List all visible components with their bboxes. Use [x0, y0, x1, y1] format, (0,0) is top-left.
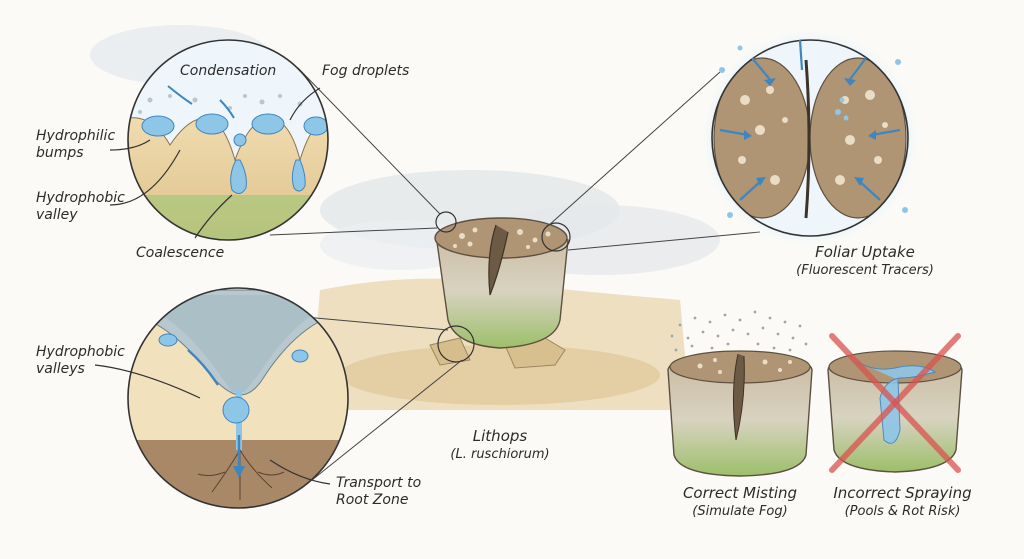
label-incorrect-line2: (Pools & Rot Risk): [844, 504, 961, 519]
label-foliar-uptake: Foliar Uptake (Fluorescent Tracers): [760, 244, 970, 279]
label-foliar-line2: (Fluorescent Tracers): [796, 263, 934, 278]
label-lithops: Lithops (L. ruschiorum): [430, 428, 570, 463]
label-incorrect-line1: Incorrect Spraying: [833, 484, 972, 502]
label-transport-line1: Transport to: [336, 475, 422, 491]
cross-stroke-2: [829, 333, 961, 473]
label-hydrophobic-valleys: Hydrophobic valleys: [36, 344, 125, 378]
correct-misting-plant: [667, 310, 813, 477]
incorrect-spraying-plant: [827, 333, 963, 473]
label-incorrect-spraying: Incorrect Spraying (Pools & Rot Risk): [815, 485, 990, 520]
foliar-uptake-inset: [698, 26, 922, 250]
label-transport-root-zone: Transport to Root Zone: [336, 475, 421, 509]
magnifier-marker-bottom: [437, 325, 475, 363]
label-lithops-species: (L. ruschiorum): [450, 447, 550, 462]
central-lithops: [434, 217, 569, 349]
label-hydrophilic-line2: bumps: [36, 145, 84, 161]
magnifier-marker-top-left: [435, 211, 457, 233]
label-correct-line1: Correct Misting: [682, 484, 798, 502]
magnifier-marker-top-right: [541, 222, 571, 252]
label-hydrophilic-line1: Hydrophilic: [36, 128, 116, 144]
label-hydrophilic-bumps: Hydrophilic bumps: [36, 128, 115, 162]
label-correct-misting: Correct Misting (Simulate Fog): [655, 485, 825, 520]
label-valleys-line2: valleys: [36, 361, 85, 377]
transport-inset: [94, 287, 349, 509]
label-fog-droplets: Fog droplets: [322, 63, 410, 79]
label-condensation: Condensation: [180, 63, 277, 79]
label-transport-line2: Root Zone: [336, 492, 409, 508]
label-foliar-line1: Foliar Uptake: [815, 243, 915, 261]
label-valleys-line1: Hydrophobic: [36, 344, 125, 360]
label-lithops-name: Lithops: [472, 427, 528, 445]
label-hydrophobic-line2: valley: [36, 207, 78, 223]
label-hydrophobic-line1: Hydrophobic: [36, 190, 125, 206]
label-hydrophobic-valley: Hydrophobic valley: [36, 190, 125, 224]
label-coalescence: Coalescence: [136, 245, 225, 261]
label-correct-line2: (Simulate Fog): [692, 504, 788, 519]
